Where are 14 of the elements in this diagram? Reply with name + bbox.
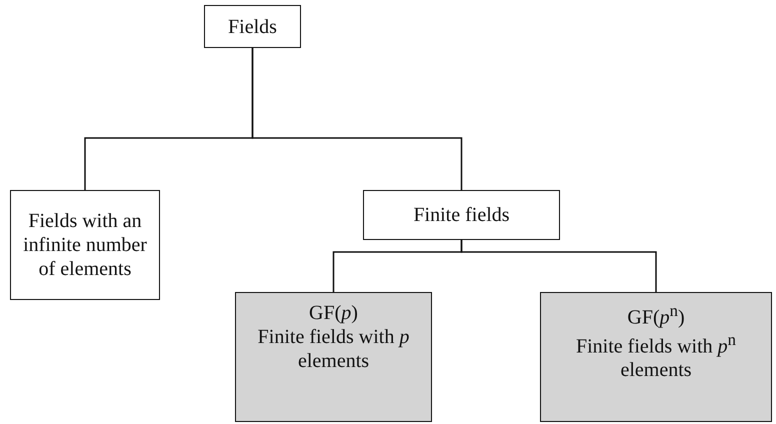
category-box xyxy=(363,190,560,240)
category-box xyxy=(204,5,301,48)
field-notation: GF(p) xyxy=(309,301,358,325)
connector-line xyxy=(460,240,657,292)
category-box xyxy=(10,190,160,300)
node-label: Finite fields with p elements xyxy=(256,325,410,373)
field-type-box xyxy=(235,292,432,422)
connector-line xyxy=(252,48,462,190)
field-notation: GF(p$^{n}$) xyxy=(627,301,685,330)
node-label: Fields with an infinite number of elements xyxy=(22,209,148,281)
node-label: Fields xyxy=(228,14,277,38)
node-label: Finite fields with p$^{n}$ elements xyxy=(575,330,737,382)
node-label: Finite fields xyxy=(413,203,510,227)
field-type-box xyxy=(540,292,772,422)
